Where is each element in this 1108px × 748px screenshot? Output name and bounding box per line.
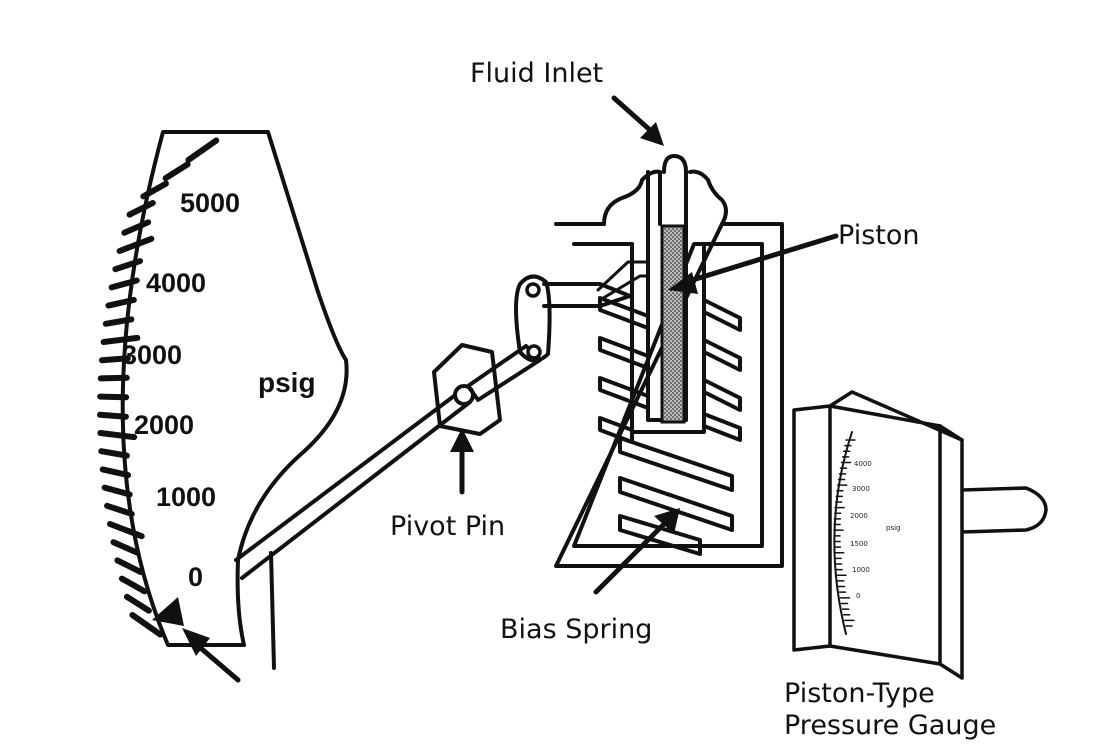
spring-coil — [702, 378, 742, 412]
scale-label-0: 0 — [188, 562, 203, 592]
dial-tick — [99, 466, 132, 479]
pivot-callout-arrow-icon — [450, 428, 474, 495]
dial-tick — [98, 448, 130, 459]
spring-coil — [618, 436, 734, 492]
dial-tick — [107, 521, 145, 540]
bias-spring-arrow-icon — [593, 508, 680, 595]
dial-tick — [97, 393, 130, 401]
dial-tick — [121, 219, 152, 236]
dial-tick — [104, 502, 135, 517]
dial-tick — [97, 430, 138, 441]
zero-callout-arrow-icon — [182, 628, 241, 683]
pivot-pin-icon — [432, 343, 502, 436]
pointer-tip-icon — [152, 597, 184, 626]
dial-tick — [114, 557, 144, 576]
spring-coil — [702, 412, 742, 442]
mini-unit: psig — [886, 524, 900, 532]
dial-tick — [97, 411, 129, 420]
mini-scale-2000: 2000 — [850, 512, 868, 520]
spring-coil — [702, 298, 742, 332]
spring-coil — [618, 514, 702, 556]
dial-tick — [100, 334, 141, 345]
mini-scale-0: 0 — [856, 592, 860, 600]
dial-tick — [98, 355, 131, 364]
dial-tick — [118, 575, 148, 595]
spring-coil — [618, 476, 734, 532]
gauge-title-line2: Pressure Gauge — [784, 710, 996, 741]
dial-tick — [126, 199, 156, 218]
dial-tick-marks — [97, 137, 220, 638]
fluid-inlet-arrow-icon — [611, 95, 664, 146]
mini-scale-1000: 1000 — [852, 566, 870, 574]
spring-coil — [598, 336, 650, 370]
mini-scale-3000: 3000 — [852, 485, 870, 493]
scale-label-1000: 1000 — [156, 482, 216, 512]
piston-type-pressure-gauge: 4000 3000 2000 1500 1000 0 psig — [792, 390, 1048, 680]
dial-face — [97, 130, 349, 670]
spring-coil — [598, 296, 650, 330]
dial-tick — [102, 316, 135, 327]
scale-label-3000: 3000 — [122, 340, 182, 370]
dial-tick — [112, 258, 144, 273]
dial-tick — [101, 484, 133, 498]
dial-tick — [97, 374, 130, 382]
scale-label-4000: 4000 — [146, 268, 206, 298]
fluid-inlet-label: Fluid Inlet — [470, 58, 603, 89]
spring-icon — [598, 296, 742, 556]
spring-coil — [702, 338, 742, 372]
scale-label-5000: 5000 — [180, 188, 240, 218]
case-stem — [269, 551, 276, 670]
pointer-arm — [234, 388, 472, 580]
unit-label: psig — [258, 367, 316, 398]
dial-tick — [105, 296, 137, 309]
gauge-title-line1: Piston-Type — [784, 678, 935, 709]
dial-tick — [140, 180, 169, 200]
mini-scale-4000: 4000 — [854, 460, 872, 468]
dial-tick — [108, 277, 140, 291]
dial-tick — [162, 161, 191, 182]
dial-tick — [129, 612, 164, 638]
pivot-pin-label: Pivot Pin — [390, 511, 505, 542]
dial-tick — [116, 235, 155, 254]
piston-rod — [660, 224, 686, 424]
scale-label-2000: 2000 — [134, 410, 194, 440]
mini-scale-1500: 1500 — [850, 540, 868, 548]
dial-tick — [185, 137, 220, 163]
piston-label: Piston — [838, 220, 919, 251]
dial-tick — [110, 539, 141, 556]
spring-coil — [598, 376, 650, 410]
piston-arrow-icon — [668, 233, 839, 294]
dial-tick — [123, 593, 152, 614]
bias-spring-label: Bias Spring — [500, 614, 652, 645]
mini-dial-ticks — [833, 439, 856, 627]
